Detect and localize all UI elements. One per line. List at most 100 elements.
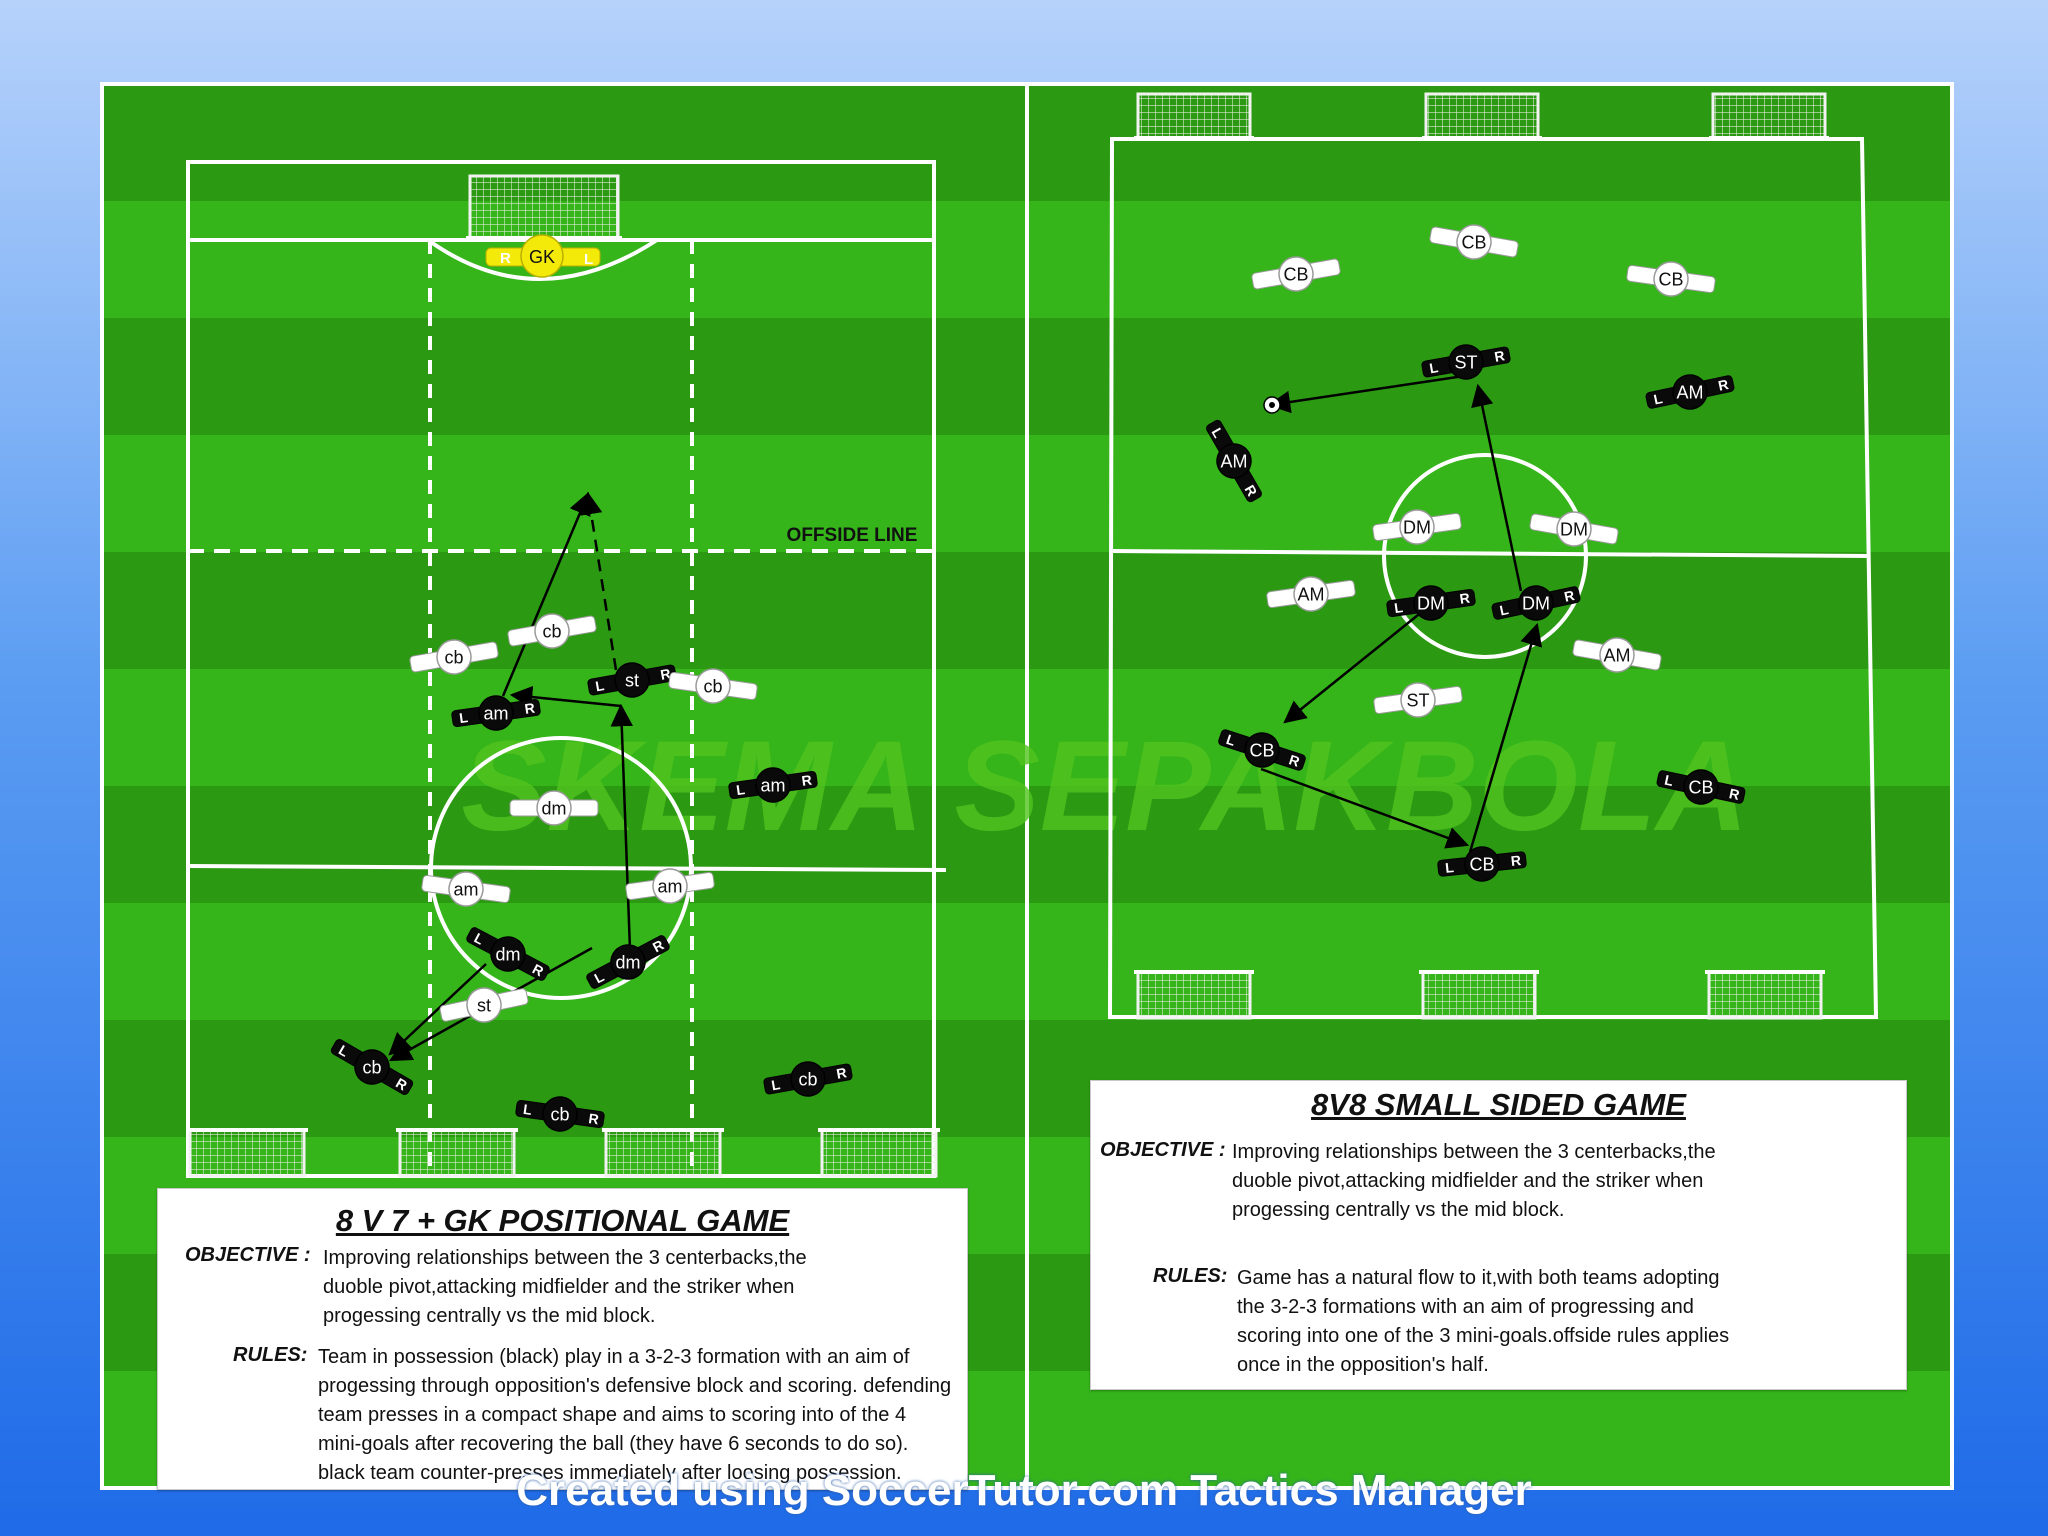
pass-arrow [1283,614,1419,724]
goalkeeper-arm-label-left: R [500,250,511,267]
left-pitch [186,160,947,1178]
player-arm-label: R [524,700,536,717]
player-body [695,668,731,704]
player-arm-label: L [458,709,469,726]
player-label: cb [444,647,463,667]
defending-player-dm: DM [1529,511,1619,547]
goals [186,92,1829,1178]
players: LRamLRstLRamLRdmLRdmLRcbLRcbLRcbcbcbcbdm… [330,224,1746,1132]
left-mini-goal [186,1128,308,1178]
left-objective-text: Improving relationships between the 3 ce… [323,1247,807,1327]
player-label: cb [798,1069,817,1089]
right-mini-goal-bottom [1705,970,1825,1020]
goal-net [1136,92,1252,140]
pass-arrow [501,491,591,697]
right-center-circle [1382,453,1588,659]
player-body [1456,224,1492,260]
defending-player-dm: dm [509,790,599,826]
right-halfway-line [1109,549,1871,558]
player-arm-label: L [735,781,746,798]
goal-net [468,174,620,240]
player-arm-label: R [1510,852,1522,869]
pass-arrow [1471,383,1523,592]
player-label: DM [1403,517,1431,537]
player-label: AM [1221,451,1248,471]
left-mini-goal [818,1128,940,1178]
right-pitch [1107,137,1879,1019]
left-panel-title: 8 V 7 + GK POSITIONAL GAME [335,1203,790,1238]
player-label: ST [1454,352,1477,372]
player-label: am [760,775,785,795]
right-rules-text: Game has a natural flow to it,with both … [1237,1267,1730,1376]
defending-player-cb: cb [409,639,499,675]
goal-net [188,1128,306,1178]
player-body [478,695,514,731]
player-arm-label: L [594,677,606,694]
goalkeeper-arm-label-right: L [584,251,593,268]
defending-player-st: ST [1373,682,1463,718]
player-label: st [625,670,639,690]
player-label: am [453,879,478,899]
player-label: DM [1522,593,1550,613]
goal-net [1421,970,1537,1020]
player-label: CB [1469,854,1494,874]
player-body [610,944,646,980]
player-arm-label: R [801,772,813,789]
player-arm-label: L [1663,771,1675,789]
player-arm-label: R [1287,751,1302,769]
goal-net [820,1128,938,1178]
pass-arrow [610,703,633,951]
player-arm-label: R [1563,587,1576,605]
player-label: AM [1604,645,1631,665]
player-body [536,790,572,826]
right-info-panel: 8V8 SMALL SIDED GAME OBJECTIVE : Improvi… [1090,1080,1907,1390]
player-label: AM [1677,382,1704,402]
right-mini-goal-top [1422,92,1542,140]
defending-player-cb: CB [1429,224,1519,260]
player-arm-label: L [1444,859,1455,876]
player-body [1448,344,1484,380]
left-pitch-boundary [186,160,936,1178]
left-rules-text: Team in possession (black) play in a 3-2… [318,1346,952,1484]
offside-line-label: OFFSIDE LINE [787,525,918,546]
player-arm-label: R [588,1110,600,1127]
defending-player-st: st [439,987,529,1023]
player-body [436,639,472,675]
attacking-player-am: L Ram [728,767,818,803]
player-body [1518,585,1554,621]
player-label: AM [1298,584,1325,604]
left-goal-arc [426,238,659,281]
left-rules-label: RULES: [233,1344,308,1366]
left-info-panel: 8 V 7 + GK POSITIONAL GAME OBJECTIVE : I… [157,1188,968,1490]
left-mini-goal [396,1128,518,1178]
player-label: cb [550,1104,569,1124]
player-body [542,1096,578,1132]
goal-net [604,1128,722,1178]
footer-credit: Created using SoccerTutor.com Tactics Ma… [516,1466,1532,1515]
goalkeeper: R L GK [485,234,601,278]
defending-player-cb: cb [507,613,597,649]
right-mini-goal-bottom [1419,970,1539,1020]
player-label: CB [1249,740,1274,760]
player-label: am [657,876,682,896]
right-rules-label: RULES: [1153,1265,1228,1287]
left-objective-label: OBJECTIVE : [185,1244,311,1266]
left-mini-goal [602,1128,724,1178]
player-label: CB [1688,777,1713,797]
player-body [1556,511,1592,547]
player-label: dm [541,798,566,818]
left-center-circle [429,736,693,1000]
player-arm-label: L [1428,359,1440,376]
defending-player-cb: CB [1251,256,1341,292]
player-arm-label: L [1498,601,1510,619]
pass-arrow [509,685,622,709]
goal-net [398,1128,516,1178]
